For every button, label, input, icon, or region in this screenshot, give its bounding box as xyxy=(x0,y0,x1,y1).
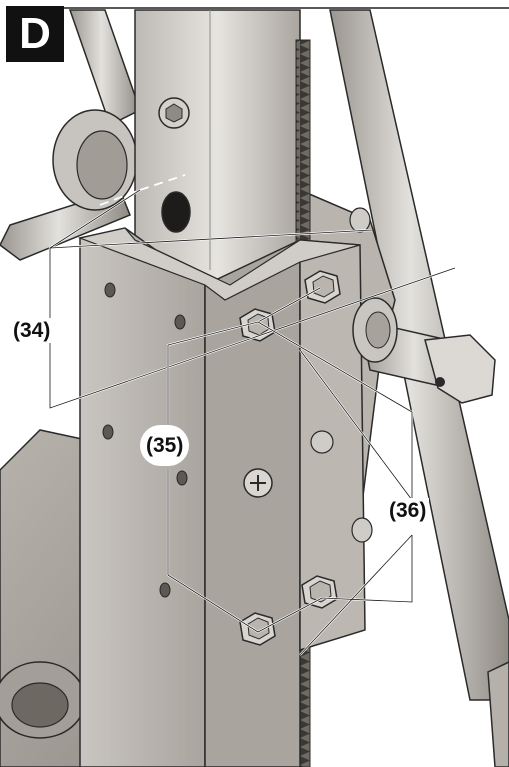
callout-35: (35) xyxy=(140,425,190,466)
column-top xyxy=(134,9,301,286)
hex-nut-upper-right xyxy=(304,270,341,304)
rod-foot xyxy=(487,661,509,767)
carriage-plate xyxy=(79,227,206,767)
left-support-rod xyxy=(68,9,141,127)
panel-label-badge: D xyxy=(6,6,64,62)
panel-label: D xyxy=(19,9,51,58)
callout-36: (36) xyxy=(386,498,430,523)
column-hole xyxy=(161,191,191,233)
hex-nut-lower-front xyxy=(239,612,276,646)
callout-34: (34) xyxy=(10,318,54,343)
carriage-side-plate xyxy=(204,238,301,767)
